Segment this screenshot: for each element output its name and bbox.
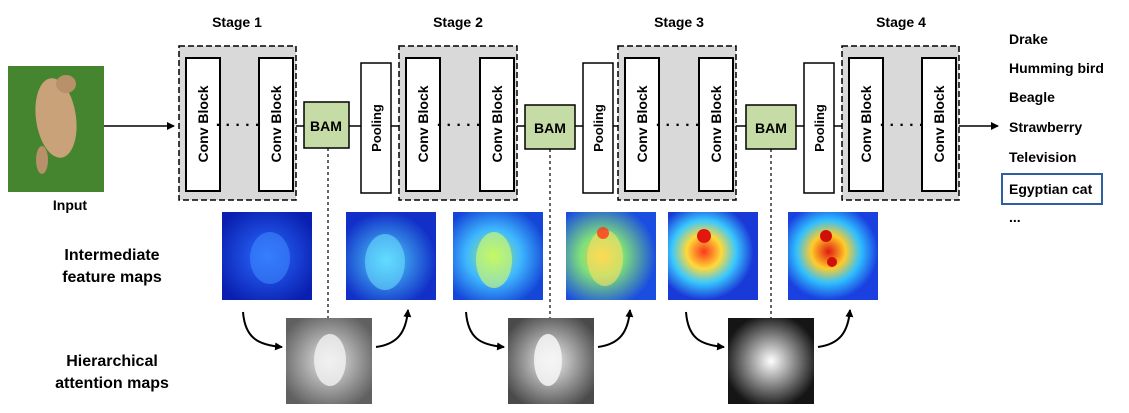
output-class-2: Humming bird [1009, 60, 1104, 76]
svg-text:Pooling: Pooling [591, 104, 606, 152]
stage-2-label: Stage 2 [433, 14, 483, 30]
stage-4-dots: · · · · · [880, 117, 924, 134]
stage-3-label: Stage 3 [654, 14, 704, 30]
curved-arrow [597, 309, 634, 348]
stage-4-conv-block-left [848, 57, 884, 192]
stage-1-conv-block-left [185, 57, 221, 192]
svg-text:Conv Block: Conv Block [931, 85, 947, 162]
stage-2-conv-block-left [405, 57, 441, 192]
svg-text:Conv Block: Conv Block [708, 85, 724, 162]
input-label: Input [53, 197, 88, 213]
hierarchical-attention-maps-label-line1: Hierarchical [66, 353, 158, 370]
bam-module-1 [303, 101, 350, 149]
stage-3-dots: · · · · · [656, 117, 700, 134]
attention-map-1 [286, 318, 372, 404]
pooling-1 [360, 62, 392, 194]
feature-map-3 [453, 212, 543, 300]
feature-map-1 [222, 212, 312, 300]
svg-text:BAM: BAM [755, 120, 787, 136]
svg-text:Conv Block: Conv Block [634, 85, 650, 162]
curved-arrow [817, 309, 854, 348]
input-image [8, 66, 104, 192]
svg-text:Conv Block: Conv Block [415, 85, 431, 162]
stage-1-dots: · · · · · [216, 117, 260, 134]
stage-3-conv-block-right [698, 57, 734, 192]
output-class-ellipsis: ... [1009, 209, 1021, 225]
hierarchical-attention-maps-label-line2: attention maps [55, 375, 169, 392]
output-class-5: Television [1009, 149, 1076, 165]
feature-map-4 [566, 212, 656, 300]
stage-2-conv-block-right [479, 57, 515, 192]
stage-4-conv-block-right [921, 57, 957, 192]
svg-text:Conv Block: Conv Block [489, 85, 505, 162]
svg-text:Conv Block: Conv Block [268, 85, 284, 162]
curved-arrow [465, 311, 505, 351]
svg-text:Conv Block: Conv Block [858, 85, 874, 162]
curved-arrow [242, 311, 283, 351]
pooling-2 [582, 62, 614, 194]
intermediate-feature-maps-label-line2: feature maps [62, 269, 162, 286]
svg-text:Pooling: Pooling [369, 104, 384, 152]
curved-arrow [685, 311, 725, 351]
stage-3-conv-block-left [624, 57, 660, 192]
output-class-selected: Egyptian cat [1009, 181, 1093, 197]
output-class-3: Beagle [1009, 89, 1055, 105]
attention-map-2 [508, 318, 594, 404]
curved-arrow [375, 309, 412, 348]
intermediate-feature-maps-label-line1: Intermediate [64, 247, 159, 264]
pooling-3 [803, 62, 835, 194]
stage-4-label: Stage 4 [876, 14, 926, 30]
bam-module-3 [745, 104, 797, 150]
stage-1-conv-block-right [258, 57, 294, 192]
svg-text:BAM: BAM [310, 118, 342, 134]
svg-text:Conv Block: Conv Block [195, 85, 211, 162]
feature-map-2 [346, 212, 436, 300]
output-class-1: Drake [1009, 31, 1048, 47]
output-class-4: Strawberry [1009, 119, 1082, 135]
svg-text:BAM: BAM [534, 120, 566, 136]
selected-output-highlight [1001, 173, 1103, 205]
feature-map-5 [668, 212, 758, 300]
svg-text:Pooling: Pooling [812, 104, 827, 152]
bam-module-2 [524, 104, 576, 150]
stage-1-label: Stage 1 [212, 14, 262, 30]
stage-2-dots: · · · · · [437, 117, 481, 134]
feature-map-6 [788, 212, 878, 300]
attention-map-3 [728, 318, 814, 404]
